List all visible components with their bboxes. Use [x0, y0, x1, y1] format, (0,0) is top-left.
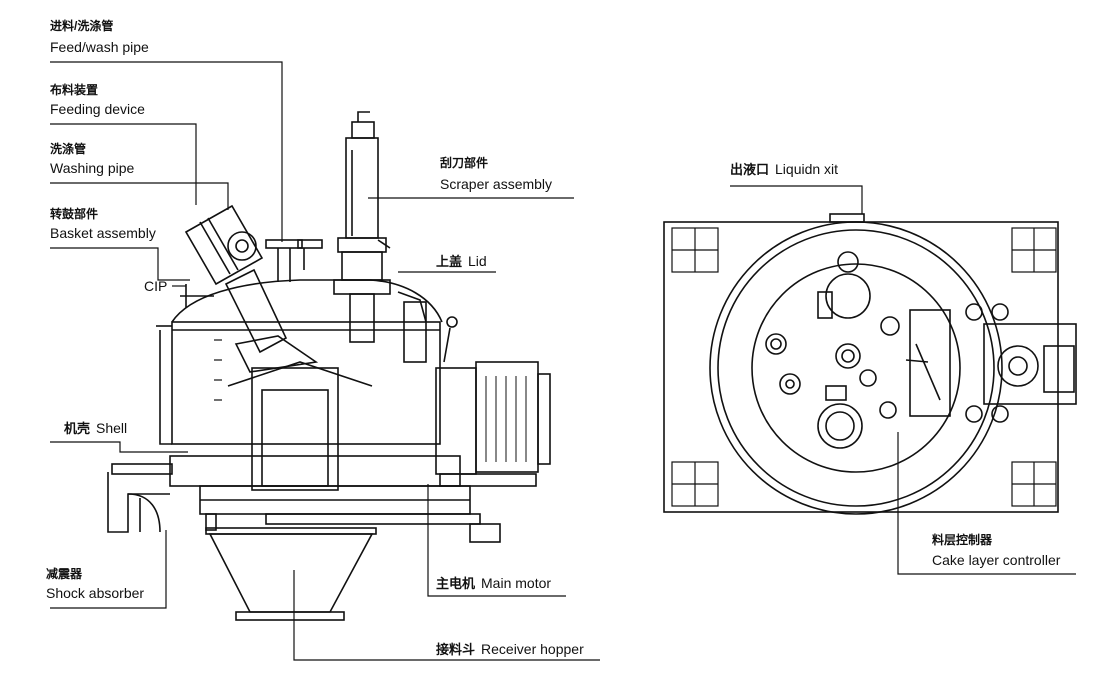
label-liquid-exit-zh: 出液口: [730, 162, 770, 177]
label-lid-zh: 上盖: [436, 254, 463, 269]
label-scraper-assembly-en: Scraper assembly: [440, 176, 553, 192]
basket-inner: [251, 367, 339, 491]
label-shell: 机壳 Shell: [64, 421, 127, 435]
controller-box: [983, 323, 1077, 405]
label-feeding-device-zh: 布料装置: [50, 83, 99, 97]
label-cake-layer-controller-zh: 料层控制器: [932, 533, 993, 547]
scraper-column: [333, 111, 391, 343]
label-shell-zh: 机壳: [64, 421, 91, 436]
label-lid: 上盖 Lid: [436, 254, 487, 268]
label-receiver-hopper: 接料斗 Receiver hopper: [436, 642, 584, 656]
top-frame: [663, 221, 1059, 513]
label-liquid-exit: 出液口 Liquidn xit: [730, 162, 838, 176]
shock-absorber: [107, 463, 173, 533]
label-washing-pipe-en: Washing pipe: [50, 160, 135, 176]
leader-lines: [50, 61, 1076, 661]
shell-body: [171, 321, 441, 445]
label-basket-assembly-en: Basket assembly: [50, 225, 156, 241]
discharge-motor: [817, 403, 863, 449]
label-scraper-assembly-zh: 刮刀部件: [440, 156, 489, 170]
label-washing-pipe-zh: 洗涤管: [50, 142, 87, 156]
label-basket-assembly-zh: 转鼓部件: [50, 207, 99, 221]
label-receiver-hopper-en: Receiver hopper: [481, 641, 584, 657]
outer-ring: [709, 221, 1003, 515]
top-view-machine: [663, 213, 1077, 515]
main-motor: [435, 361, 551, 487]
label-lid-en: Lid: [468, 253, 487, 269]
label-receiver-hopper-zh: 接料斗: [436, 642, 476, 657]
label-shell-en: Shell: [96, 420, 128, 436]
side-view-machine: [107, 111, 551, 621]
label-main-motor-zh: 主电机: [436, 576, 476, 591]
label-main-motor-en: Main motor: [481, 575, 552, 591]
base-frame: [169, 455, 461, 487]
feeding-device-motor: [184, 204, 319, 373]
liquid-exit-flange: [829, 213, 865, 223]
label-liquid-exit-en: Liquidn xit: [775, 161, 839, 177]
label-cake-layer-controller-en: Cake layer controller: [932, 552, 1061, 568]
label-shock-absorber-zh: 减震器: [46, 567, 83, 581]
label-feed-wash-pipe-en: Feed/wash pipe: [50, 39, 149, 55]
label-cip: CIP: [144, 278, 168, 294]
receiver-hopper: [205, 527, 377, 621]
label-feeding-device-en: Feeding device: [50, 101, 145, 117]
lid-outline: [171, 279, 443, 323]
feed-pipe-fittings: [265, 239, 323, 282]
label-feed-wash-pipe-zh: 进料/洗涤管: [50, 19, 114, 33]
label-shock-absorber-en: Shock absorber: [46, 585, 145, 601]
corner-pads: [671, 227, 1057, 507]
label-main-motor: 主电机 Main motor: [436, 576, 551, 590]
